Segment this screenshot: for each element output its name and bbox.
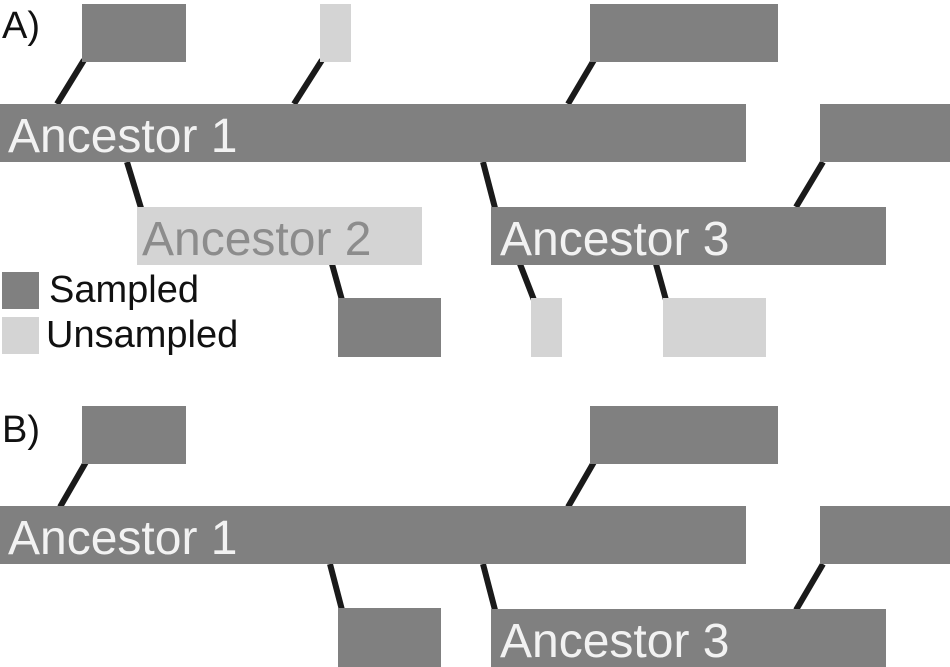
link-a1-to-a3 <box>480 161 498 209</box>
sampled-block <box>82 4 186 62</box>
panel-b-label: B) <box>2 409 40 451</box>
sampled-block <box>338 298 441 357</box>
link-a1-to-a2 <box>124 161 144 209</box>
legend-unsampled-label: Unsampled <box>46 314 238 356</box>
sampled-block <box>590 4 778 62</box>
link-a3-to-wide-child <box>653 263 669 301</box>
legend-sampled-label: Sampled <box>49 269 199 311</box>
link-a1-top-left <box>54 58 87 106</box>
sampled-block <box>590 406 778 464</box>
ancestor-2-block <box>137 207 422 265</box>
link-b1-to-b3 <box>480 563 498 611</box>
link-a1-top-small <box>291 58 325 106</box>
ancestor-2-label: Ancestor 2 <box>142 213 371 266</box>
legend-sampled-swatch <box>2 272 39 309</box>
ancestor-1-label: Ancestor 1 <box>8 512 237 565</box>
sampled-block <box>820 506 950 564</box>
unsampled-block <box>663 298 766 357</box>
sampled-block <box>82 406 186 464</box>
link-a3-to-small-child <box>517 262 537 302</box>
legend-unsampled-swatch <box>2 317 39 354</box>
legend: Sampled Unsampled <box>2 269 238 356</box>
ancestor-3-label: Ancestor 3 <box>500 213 729 266</box>
link-b3-top-right <box>793 562 826 612</box>
link-b1-to-child <box>327 563 345 611</box>
panel-a-label: A) <box>2 5 40 47</box>
ancestor-3-label: Ancestor 3 <box>500 615 729 667</box>
link-a1-top-right <box>565 58 597 106</box>
unsampled-block <box>531 298 562 357</box>
link-b1-top-right <box>565 460 597 509</box>
ancestor-3-block <box>491 609 886 667</box>
link-a2-to-child <box>329 263 345 301</box>
ancestor-1-label: Ancestor 1 <box>8 110 237 163</box>
sampled-block <box>820 104 950 162</box>
sampled-block <box>338 608 441 667</box>
ancestor-3-block <box>491 207 886 265</box>
ancestor-1-block <box>0 506 746 564</box>
panel-a: A) Ancestor 1 Ancestor 2 Ancestor 3 Samp… <box>0 4 950 357</box>
unsampled-block <box>320 4 351 62</box>
link-b1-top-left <box>57 460 89 509</box>
panel-b: B) Ancestor 1 Ancestor 3 <box>0 406 950 667</box>
link-a3-top-right <box>793 160 826 209</box>
ancestor-1-block <box>0 104 746 162</box>
